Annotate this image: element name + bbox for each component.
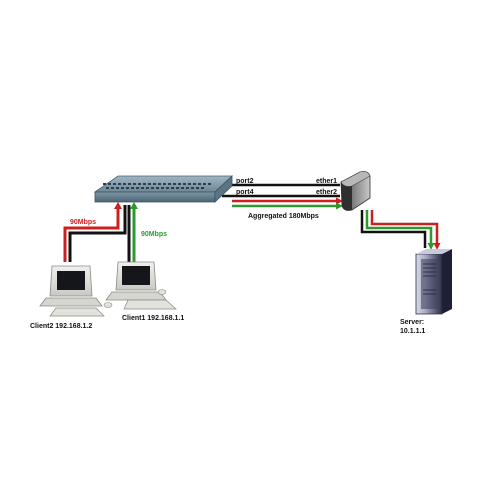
trunk-links [222,183,343,210]
client2-computer-icon [39,265,113,317]
server-top [416,249,452,254]
server-green-arrow [427,243,435,250]
server-side [442,249,452,314]
switch-port-top-label: port2 [236,178,254,185]
client2-keyboard [49,307,105,317]
router-icon [340,171,371,211]
client2-link [63,202,127,262]
aggregated-speed-label: Aggregated 180Mbps [248,213,319,220]
switch-side [214,175,233,203]
client1-label: Client1 192.168.1.1 [122,315,184,322]
server-label-line1: Server: [400,319,424,326]
server-door-panel [421,259,438,309]
client1-green-arrow [130,202,138,209]
server-vents [423,263,436,295]
switch-front [94,191,216,203]
client2-screen [57,271,85,290]
router-port-top-label: ether1 [316,178,337,185]
router-front-face [341,182,352,211]
switch-port-bottom-label: port4 [236,189,254,196]
server-rack-icon [415,249,452,315]
server-black-line [360,210,427,248]
client1-computer-icon [105,261,177,310]
server-label-line2: 10.1.1.1 [400,328,425,335]
switch-port-row [103,183,211,189]
server-red-line [370,210,439,245]
switch-icon [93,175,234,203]
server-red-arrow [433,243,441,250]
client1-link [127,202,138,262]
client1-speed-label: 90Mbps [141,231,167,238]
trunk-green-arrow [336,202,343,210]
server-green-line [365,210,433,245]
client2-label: Client2 192.168.1.2 [30,323,92,330]
client2-red-line [63,205,120,262]
router-top-face [340,171,371,187]
client1-mouse [157,289,167,295]
client2-speed-label: 90Mbps [70,219,96,226]
trunk-red-arrow [336,197,343,205]
server-links [360,210,441,250]
client1-screen [122,266,150,285]
client2-red-arrow [114,202,122,209]
client2-mouse [103,302,113,308]
client2-black-line [68,205,127,262]
client1-keyboard [123,299,177,310]
client2-base [39,297,103,307]
client1-base [105,291,167,301]
router-port-bottom-label: ether2 [316,189,337,196]
